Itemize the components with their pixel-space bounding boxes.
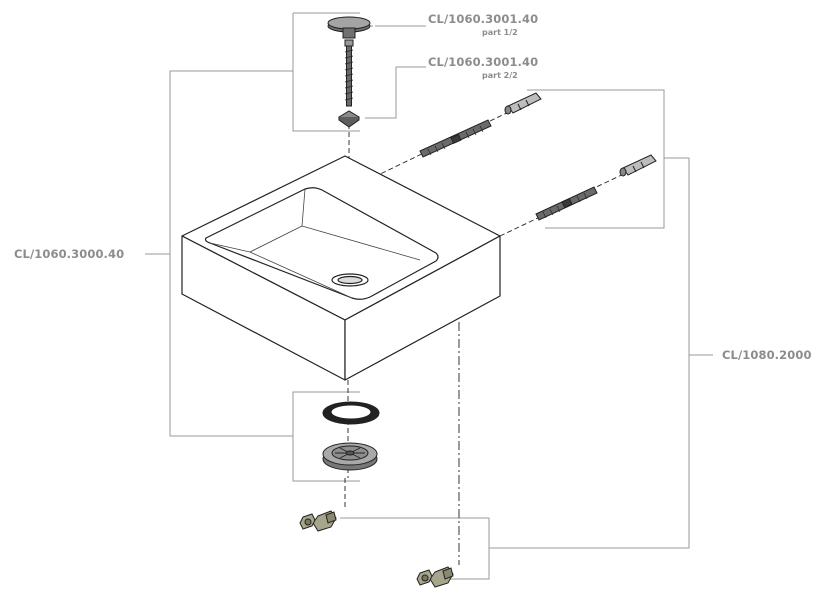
basin-code: CL/1060.3000.40 [14, 247, 125, 261]
plug-screw-icon [344, 39, 354, 107]
plug-seat-icon [338, 110, 360, 128]
wall-plug-icon [619, 154, 657, 177]
callout-lines [145, 12, 713, 580]
hanger-bolt-icon [535, 186, 598, 221]
gasket-ring-icon [322, 401, 380, 425]
fixing-kit-code: CL/1080.2000 [722, 348, 812, 362]
plug-part1-sub: part 1/2 [482, 28, 518, 37]
plug-part2-sub: part 2/2 [482, 71, 518, 80]
plug-part1-code: CL/1060.3001.40 [428, 12, 539, 26]
pop-up-plug-cap-icon [327, 16, 371, 39]
basin-icon [181, 155, 501, 381]
wall-plug-icon [504, 92, 542, 115]
hex-nut-icon [416, 566, 454, 588]
plug-part2-code: CL/1060.3001.40 [428, 55, 539, 69]
hanger-bolt-icon [419, 119, 492, 158]
waste-outlet-icon [322, 442, 378, 471]
hex-nut-icon [299, 510, 337, 532]
